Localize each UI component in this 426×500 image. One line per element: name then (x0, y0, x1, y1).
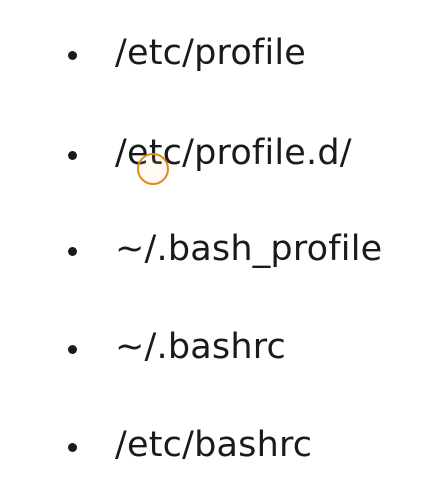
list-item-text: /etc/bashrc (115, 425, 313, 465)
bullet-dot-icon (68, 246, 77, 256)
list-item: ~/.bashrc (68, 321, 286, 373)
click-highlight-ring-icon (137, 153, 169, 185)
list-item-text: ~/.bashrc (115, 327, 286, 367)
bullet-dot-icon (68, 50, 77, 60)
bullet-dot-icon (68, 344, 77, 354)
list-item: /etc/profile (68, 27, 306, 79)
list-item-text: ~/.bash_profile (115, 229, 383, 269)
list-item: ~/.bash_profile (68, 223, 382, 275)
list-item: /etc/profile.d/ (68, 127, 352, 179)
list-item: /etc/bashrc (68, 419, 312, 471)
bullet-dot-icon (68, 442, 77, 452)
list-item-text: /etc/profile (115, 33, 307, 73)
bullet-dot-icon (68, 150, 77, 160)
